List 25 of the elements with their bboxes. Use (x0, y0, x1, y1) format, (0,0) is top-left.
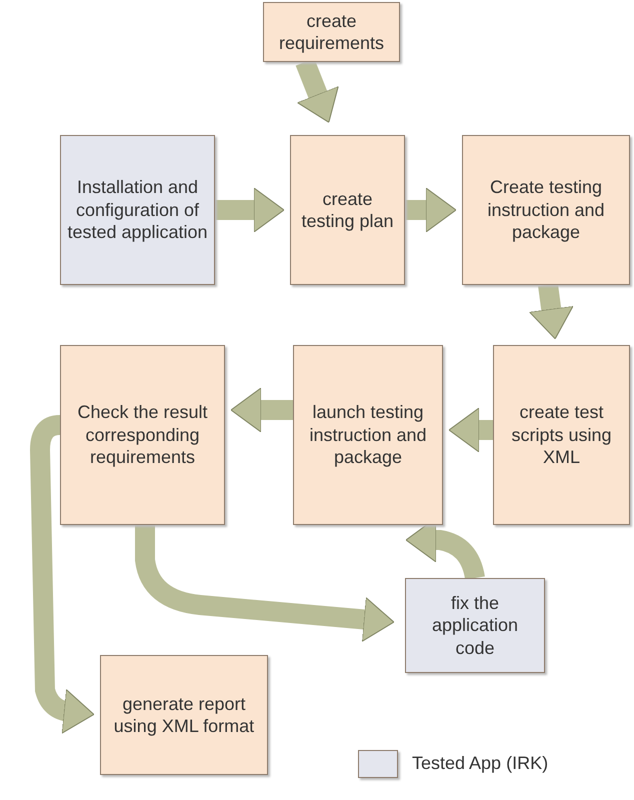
application-step-box (405, 578, 545, 673)
block-arrow (215, 188, 284, 232)
process-box (60, 345, 225, 525)
process-box (263, 2, 400, 62)
step-text: create requirements (278, 10, 386, 55)
process-box (293, 345, 443, 525)
step-text: Installation and configuration of tested application (66, 176, 209, 244)
block-arrow (528, 284, 574, 340)
process-box (290, 135, 405, 285)
process-box (462, 135, 630, 285)
block-arrow (405, 188, 456, 232)
process-box (493, 345, 630, 525)
step-text: Check the result corresponding requirements (76, 401, 209, 470)
block-arrow (448, 408, 493, 452)
block-arrow (230, 388, 293, 432)
step-text: Create testing instruction and package (486, 176, 606, 244)
step-text: create test scripts using XML (510, 401, 613, 470)
block-arrow (30, 415, 94, 734)
legend-text: Tested App (IRK) (412, 753, 548, 774)
step-text: generate report using XML format (112, 692, 256, 738)
process-box (100, 655, 268, 775)
step-text: create testing plan (300, 188, 395, 233)
application-step-box (60, 135, 215, 285)
step-text: launch testing instruction and package (308, 401, 428, 470)
step-text: fix the application code (430, 592, 520, 660)
